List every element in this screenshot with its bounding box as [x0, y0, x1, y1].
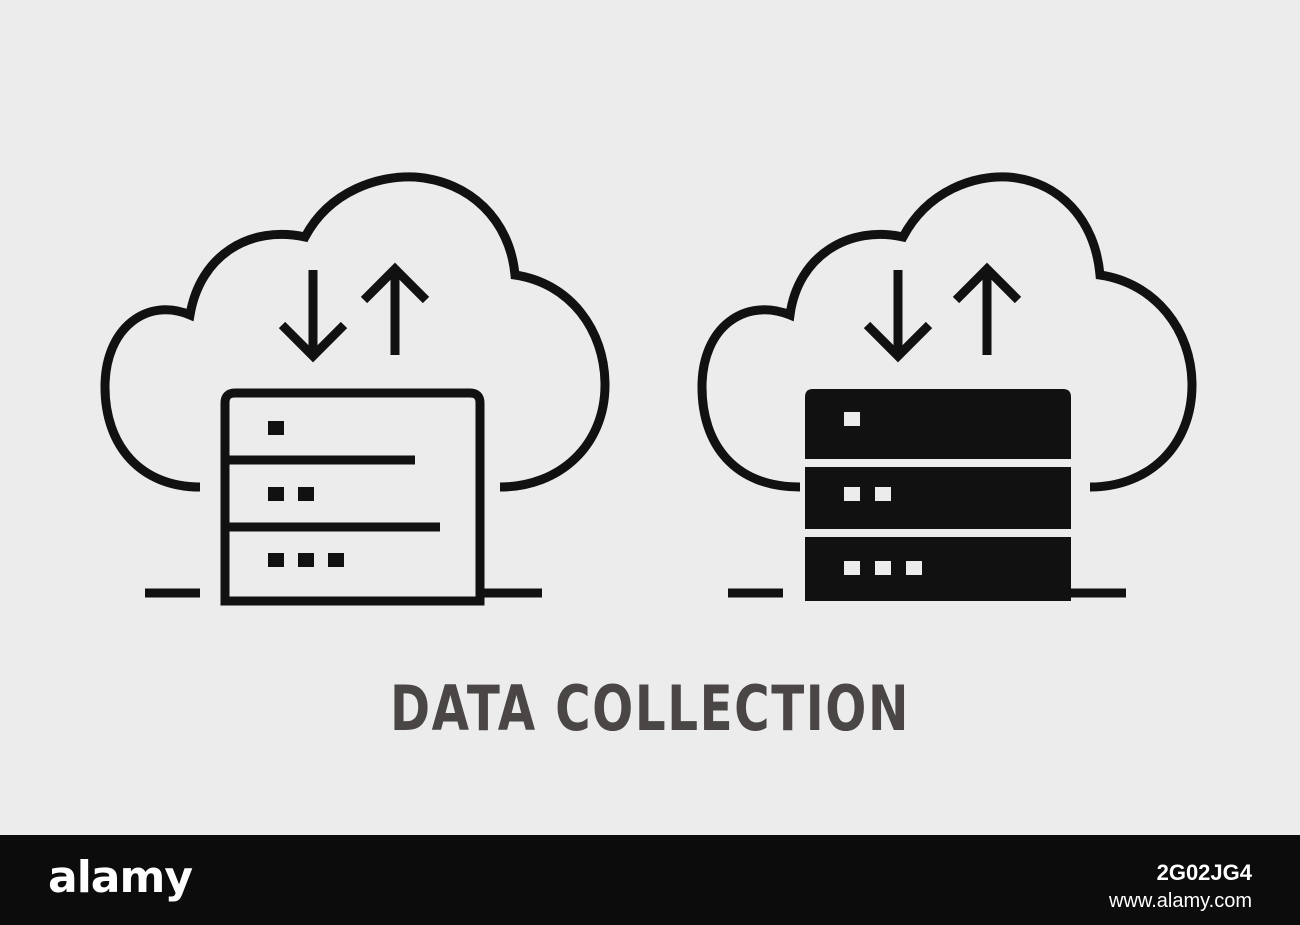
up-arrow-head	[952, 262, 1022, 304]
server-gap-1	[1071, 459, 1081, 467]
artwork-canvas: DATA COLLECTION	[100, 165, 1210, 745]
server-led-3b	[875, 561, 891, 575]
server-led-2a	[268, 487, 284, 501]
down-arrow-head	[863, 321, 933, 363]
server-outline	[220, 388, 485, 606]
server-led-3c	[906, 561, 922, 575]
alamy-logo: alamy	[48, 852, 193, 903]
watermark-footer	[0, 835, 1300, 925]
site-url: www.alamy.com	[1109, 890, 1252, 912]
cloud-outline	[697, 172, 1197, 492]
server-led-1	[844, 412, 860, 426]
server-led-1	[268, 421, 284, 435]
cloud-server-filled-icon	[690, 165, 1210, 615]
server-led-2b	[875, 487, 891, 501]
server-block-1	[805, 389, 1071, 459]
up-arrow-head	[360, 262, 430, 304]
server-led-2a	[844, 487, 860, 501]
server-led-3c	[328, 553, 344, 567]
server-led-3b	[298, 553, 314, 567]
server-led-3a	[844, 561, 860, 575]
server-led-3a	[268, 553, 284, 567]
cloud-outline	[100, 172, 610, 492]
image-id: 2G02JG4	[1156, 860, 1252, 885]
server-led-2b	[298, 487, 314, 501]
cloud-server-outline-icon	[100, 165, 620, 615]
server-gap-2	[1071, 529, 1081, 537]
caption-title: DATA COLLECTION	[389, 672, 911, 745]
down-arrow-head	[278, 321, 348, 363]
